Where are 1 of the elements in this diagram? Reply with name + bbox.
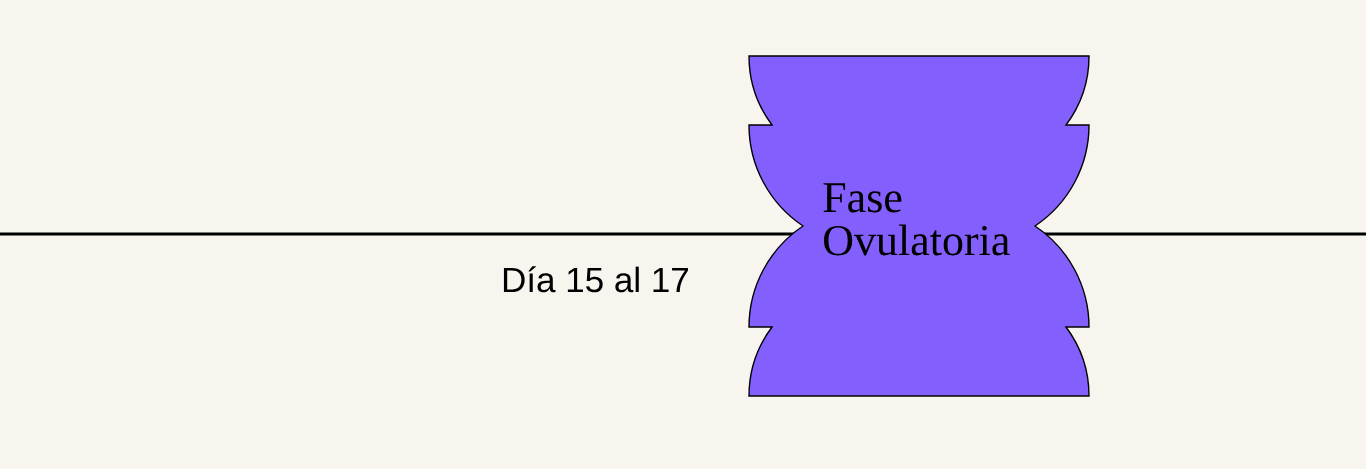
date-label: Día 15 al 17 <box>503 266 688 293</box>
